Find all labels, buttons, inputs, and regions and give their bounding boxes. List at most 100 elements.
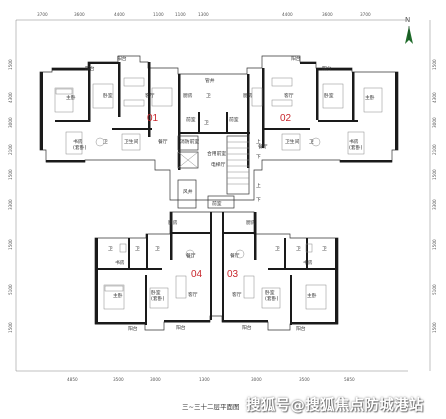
room-master-03: 主卧 [307,292,317,299]
room-up-2: 上 [256,182,261,189]
dim-bottom-5: 3000 [251,377,262,382]
dim-left-3: 3000 [8,117,13,128]
room-down-1: 下 [256,154,261,160]
room-suite-04: (套卧) [151,295,164,302]
dim-top-8: 3600 [322,12,333,17]
room-balcony-03: 阳台 [242,324,252,331]
watermark: 搜狐号@搜狐焦点防城港站 [246,398,424,414]
svg-text:N: N [405,16,410,24]
room-hall-01: 前室 [186,116,196,123]
room-wc-03b: 卫 [296,246,301,252]
lower-room-labels: 厨房 厨房 卫 卫 卫 卫 卫 卫 餐厅 餐厅 书房 书房 04 03 主卧 卧… [108,219,327,332]
dimension-lines [15,19,431,372]
upper-furniture [54,77,383,155]
room-living-04: 客厅 [188,291,198,298]
dim-left-7: 1500 [8,239,13,250]
room-balcony-02b: 阳台 [322,65,332,72]
room-elevator: 电梯厅 [211,161,226,168]
dim-top-9: 3700 [360,12,371,17]
room-study-01: 书房 [73,138,83,145]
room-dining-04: 餐厅 [186,252,196,259]
room-up-1: 上 [256,138,261,145]
room-wc-core2: 卫 [204,120,209,126]
unit-label-02: 02 [280,113,292,124]
dim-right-9: 1500 [432,322,437,333]
room-master-02: 主卧 [365,94,375,101]
room-bedroom-01: 卧室 [103,92,113,99]
stair-core [177,135,250,209]
room-hall-02: 前室 [229,116,239,123]
dim-bottom-4: 1300 [199,377,210,382]
room-wc-03a: 卫 [275,246,280,252]
room-wc-core: 卫 [206,93,211,99]
room-wc-04b: 卫 [135,246,140,252]
room-pipe: 管井 [205,77,215,84]
dim-left-9: 1500 [8,322,13,333]
dim-left-8: 5100 [8,284,13,295]
dim-left-2: 4300 [8,92,13,103]
room-suite-02: (套卧) [349,144,362,151]
north-arrow-icon: N [405,16,413,44]
dim-right-1: 1500 [432,59,437,70]
room-master-01: 主卧 [66,94,76,101]
room-wc-01: 卫 [103,139,108,145]
room-kitchen-01: 厨房 [183,92,193,99]
room-dining-01: 餐厅 [158,138,168,145]
room-study-03: 书房 [303,259,313,266]
dim-bottom-6: 3500 [299,377,310,382]
unit-label-01: 01 [147,113,159,124]
dim-top-2: 3600 [74,12,85,17]
room-down-2: 下 [256,197,261,203]
room-wc-04a: 卫 [108,246,113,252]
dim-right-8: 5100 [432,284,437,295]
dim-top-3: 4400 [114,12,125,17]
room-firehall: 消防前室 [180,138,199,145]
room-bedroom-02: 卧室 [324,92,334,99]
left-dimensions: 1500 4300 3000 2100 1500 3300 1500 5100 … [8,59,13,333]
room-balcony-04b: 阳台 [128,325,138,332]
dim-left-5: 1500 [8,169,13,180]
dim-right-5: 1500 [432,169,437,180]
dim-right-3: 3000 [432,117,437,128]
room-balcony-01b: 阳台 [85,65,95,72]
dim-left-1: 1500 [8,59,13,70]
dim-right-7: 1500 [432,239,437,250]
dim-bottom-3: 3000 [150,377,161,382]
room-dining-02: 餐厅 [258,143,268,150]
room-suite-03: (套卧) [265,295,278,302]
room-bath-02: 卫生间 [285,138,300,145]
room-living-01: 客厅 [145,92,155,99]
upper-room-labels: 阳台 阳台 阳台 阳台 管井 卫 主卧 卧室 客厅 厨房 厨房 客厅 卧室 主卧… [66,55,375,207]
unit-label-04: 04 [191,269,203,280]
room-bedroom-04: 卧室 [151,289,161,296]
room-study-04: 书房 [115,259,125,266]
dim-bottom-2: 3500 [113,377,124,382]
room-study-02: 书房 [349,138,359,145]
right-dimensions: 1500 4300 3000 2100 1500 3300 1500 5100 … [432,59,437,333]
room-bath-01: 卫生间 [124,138,139,145]
dim-right-4: 2100 [432,144,437,155]
dim-top-1: 3700 [37,12,48,17]
room-dining-03: 餐厅 [230,252,240,259]
room-balcony-02: 阳台 [291,55,301,62]
room-living-03: 客厅 [232,291,242,298]
room-balcony-03b: 阳台 [296,325,306,332]
bottom-dimensions: 4850 3500 3000 1300 3000 3500 5850 [67,377,355,382]
room-balcony-04: 阳台 [176,324,186,331]
dim-right-2: 4300 [432,92,437,103]
room-kitchen-04: 厨房 [168,219,178,226]
dim-right-6: 3300 [432,199,437,210]
room-fireroom: 合用前室 [207,150,226,157]
room-wc-02: 卫 [309,139,314,145]
dim-top-7: 4400 [282,12,293,17]
room-kitchen-03: 厨房 [246,219,256,226]
room-master-04: 主卧 [113,292,123,299]
plan-caption: 三~三十二层平面图 [182,403,240,411]
upper-wing-walls [39,55,399,201]
dim-top-5: 1100 [175,12,186,17]
room-balcony-01: 阳台 [117,55,127,62]
unit-label-03: 03 [227,269,239,280]
room-suite-01: (套卧) [73,144,86,151]
room-kitchen-02: 厨房 [243,92,253,99]
